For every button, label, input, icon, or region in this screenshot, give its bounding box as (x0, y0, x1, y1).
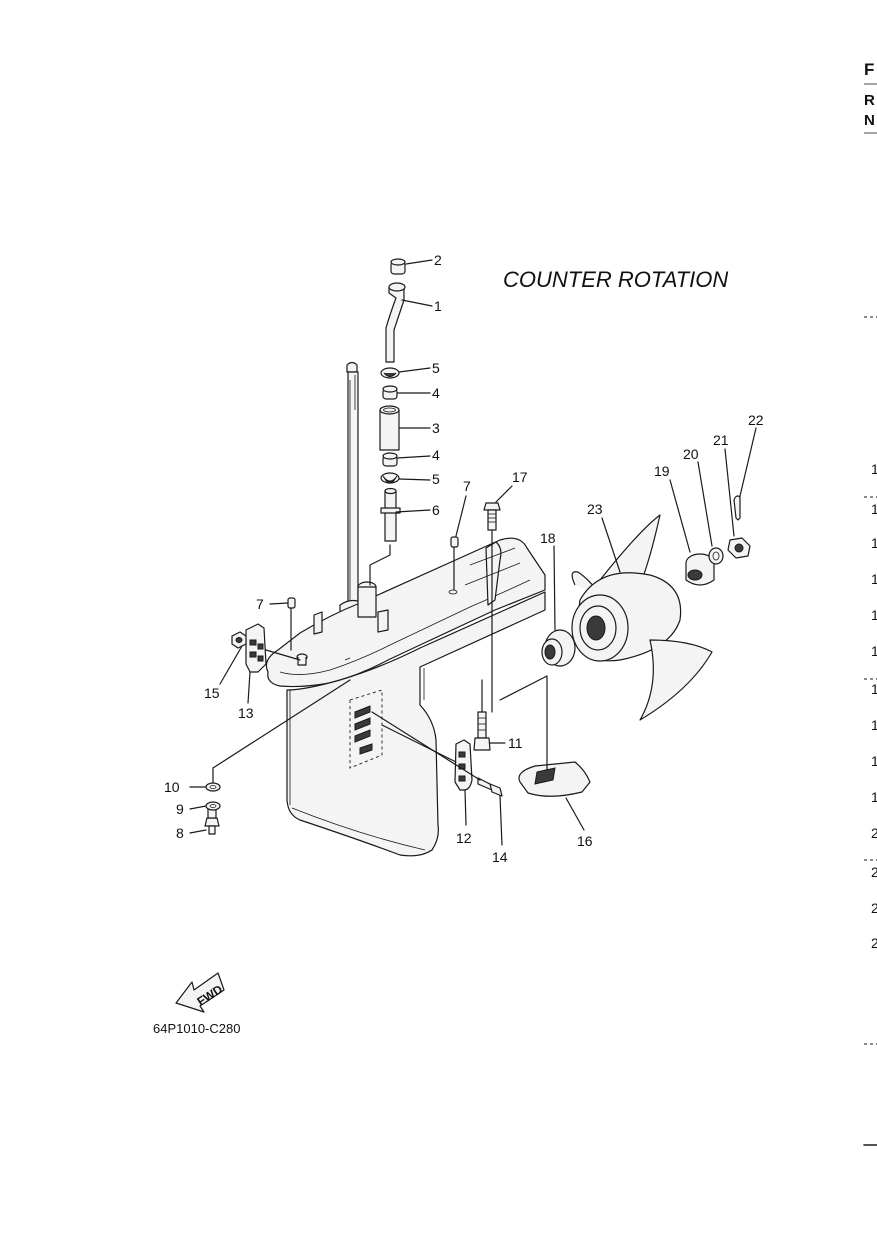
edge-row: 2 (871, 864, 877, 880)
callout-10: 10 (164, 779, 180, 795)
callout-12: 12 (456, 830, 472, 846)
thrust-washer-18 (541, 629, 576, 667)
callout-4: 4 (432, 385, 440, 401)
callout-16: 16 (577, 833, 593, 849)
bolt-17 (483, 502, 501, 549)
callout-7: 7 (463, 478, 471, 494)
callout-2: 2 (434, 252, 442, 268)
gasket-9 (205, 801, 221, 811)
edge-row: 1 (871, 789, 877, 805)
callout-23: 23 (587, 501, 603, 517)
callout-6: 6 (432, 502, 440, 518)
callout-20: 20 (683, 446, 699, 462)
edge-row: 1 (871, 607, 877, 623)
edge-row: 1 (871, 643, 877, 659)
callout-19: 19 (654, 463, 670, 479)
callout-1: 1 (434, 298, 442, 314)
edge-row: 2 (871, 935, 877, 951)
bolt-14 (371, 711, 503, 797)
edge-row: 1 (871, 535, 877, 551)
drain-plug-8 (204, 807, 220, 835)
edge-row: 1 (871, 681, 877, 697)
callout-17: 17 (512, 469, 528, 485)
callout-18: 18 (540, 530, 556, 546)
propeller-23 (571, 514, 713, 721)
anode-13 (245, 623, 301, 673)
callout-7: 7 (256, 596, 264, 612)
edge-row: 1 (871, 717, 877, 733)
callout-5: 5 (432, 471, 440, 487)
edge-header-f: F (864, 60, 874, 79)
edge-header-r: R (864, 92, 875, 109)
fwd-arrow-icon: FWD (175, 972, 225, 1013)
callout-22: 22 (748, 412, 764, 428)
edge-row: 1 (871, 753, 877, 769)
callout-4: 4 (432, 447, 440, 463)
drawing-code: 64P1010-C280 (153, 1021, 240, 1036)
edge-row: 2 (871, 900, 877, 916)
edge-row: 1 (871, 461, 877, 477)
callout-3: 3 (432, 420, 440, 436)
lower-case-housing (265, 537, 546, 857)
edge-header-n: N (864, 112, 875, 129)
washer-20 (708, 547, 724, 565)
callout-9: 9 (176, 801, 184, 817)
diagram-title: COUNTER ROTATION (503, 267, 728, 292)
cotter-pin-22 (733, 495, 741, 521)
bolt-15 (231, 631, 247, 649)
callout-14: 14 (492, 849, 508, 865)
water-tube-assembly (369, 258, 406, 586)
trim-tab-16 (499, 675, 591, 797)
edge-row: 1 (871, 501, 877, 517)
edge-row: 2 (871, 825, 877, 841)
callout-15: 15 (204, 685, 220, 701)
edge-row: 1 (871, 571, 877, 587)
callout-11: 11 (508, 735, 523, 751)
callout-5: 5 (432, 360, 440, 376)
spacer-19 (685, 553, 715, 586)
nut-21 (727, 537, 751, 559)
drive-shaft (339, 361, 367, 616)
callout-8: 8 (176, 825, 184, 841)
callout-leaders (189, 259, 757, 846)
right-edge-column: F R N 1 1 1 1 1 1 1 1 1 1 2 2 2 2 (863, 60, 877, 1146)
callout-13: 13 (238, 705, 254, 721)
bolt-11 (473, 548, 493, 751)
callout-21: 21 (713, 432, 729, 448)
callout-numbers: 2 1 5 4 3 4 5 6 7 7 8 9 10 11 12 13 14 1… (164, 252, 764, 865)
